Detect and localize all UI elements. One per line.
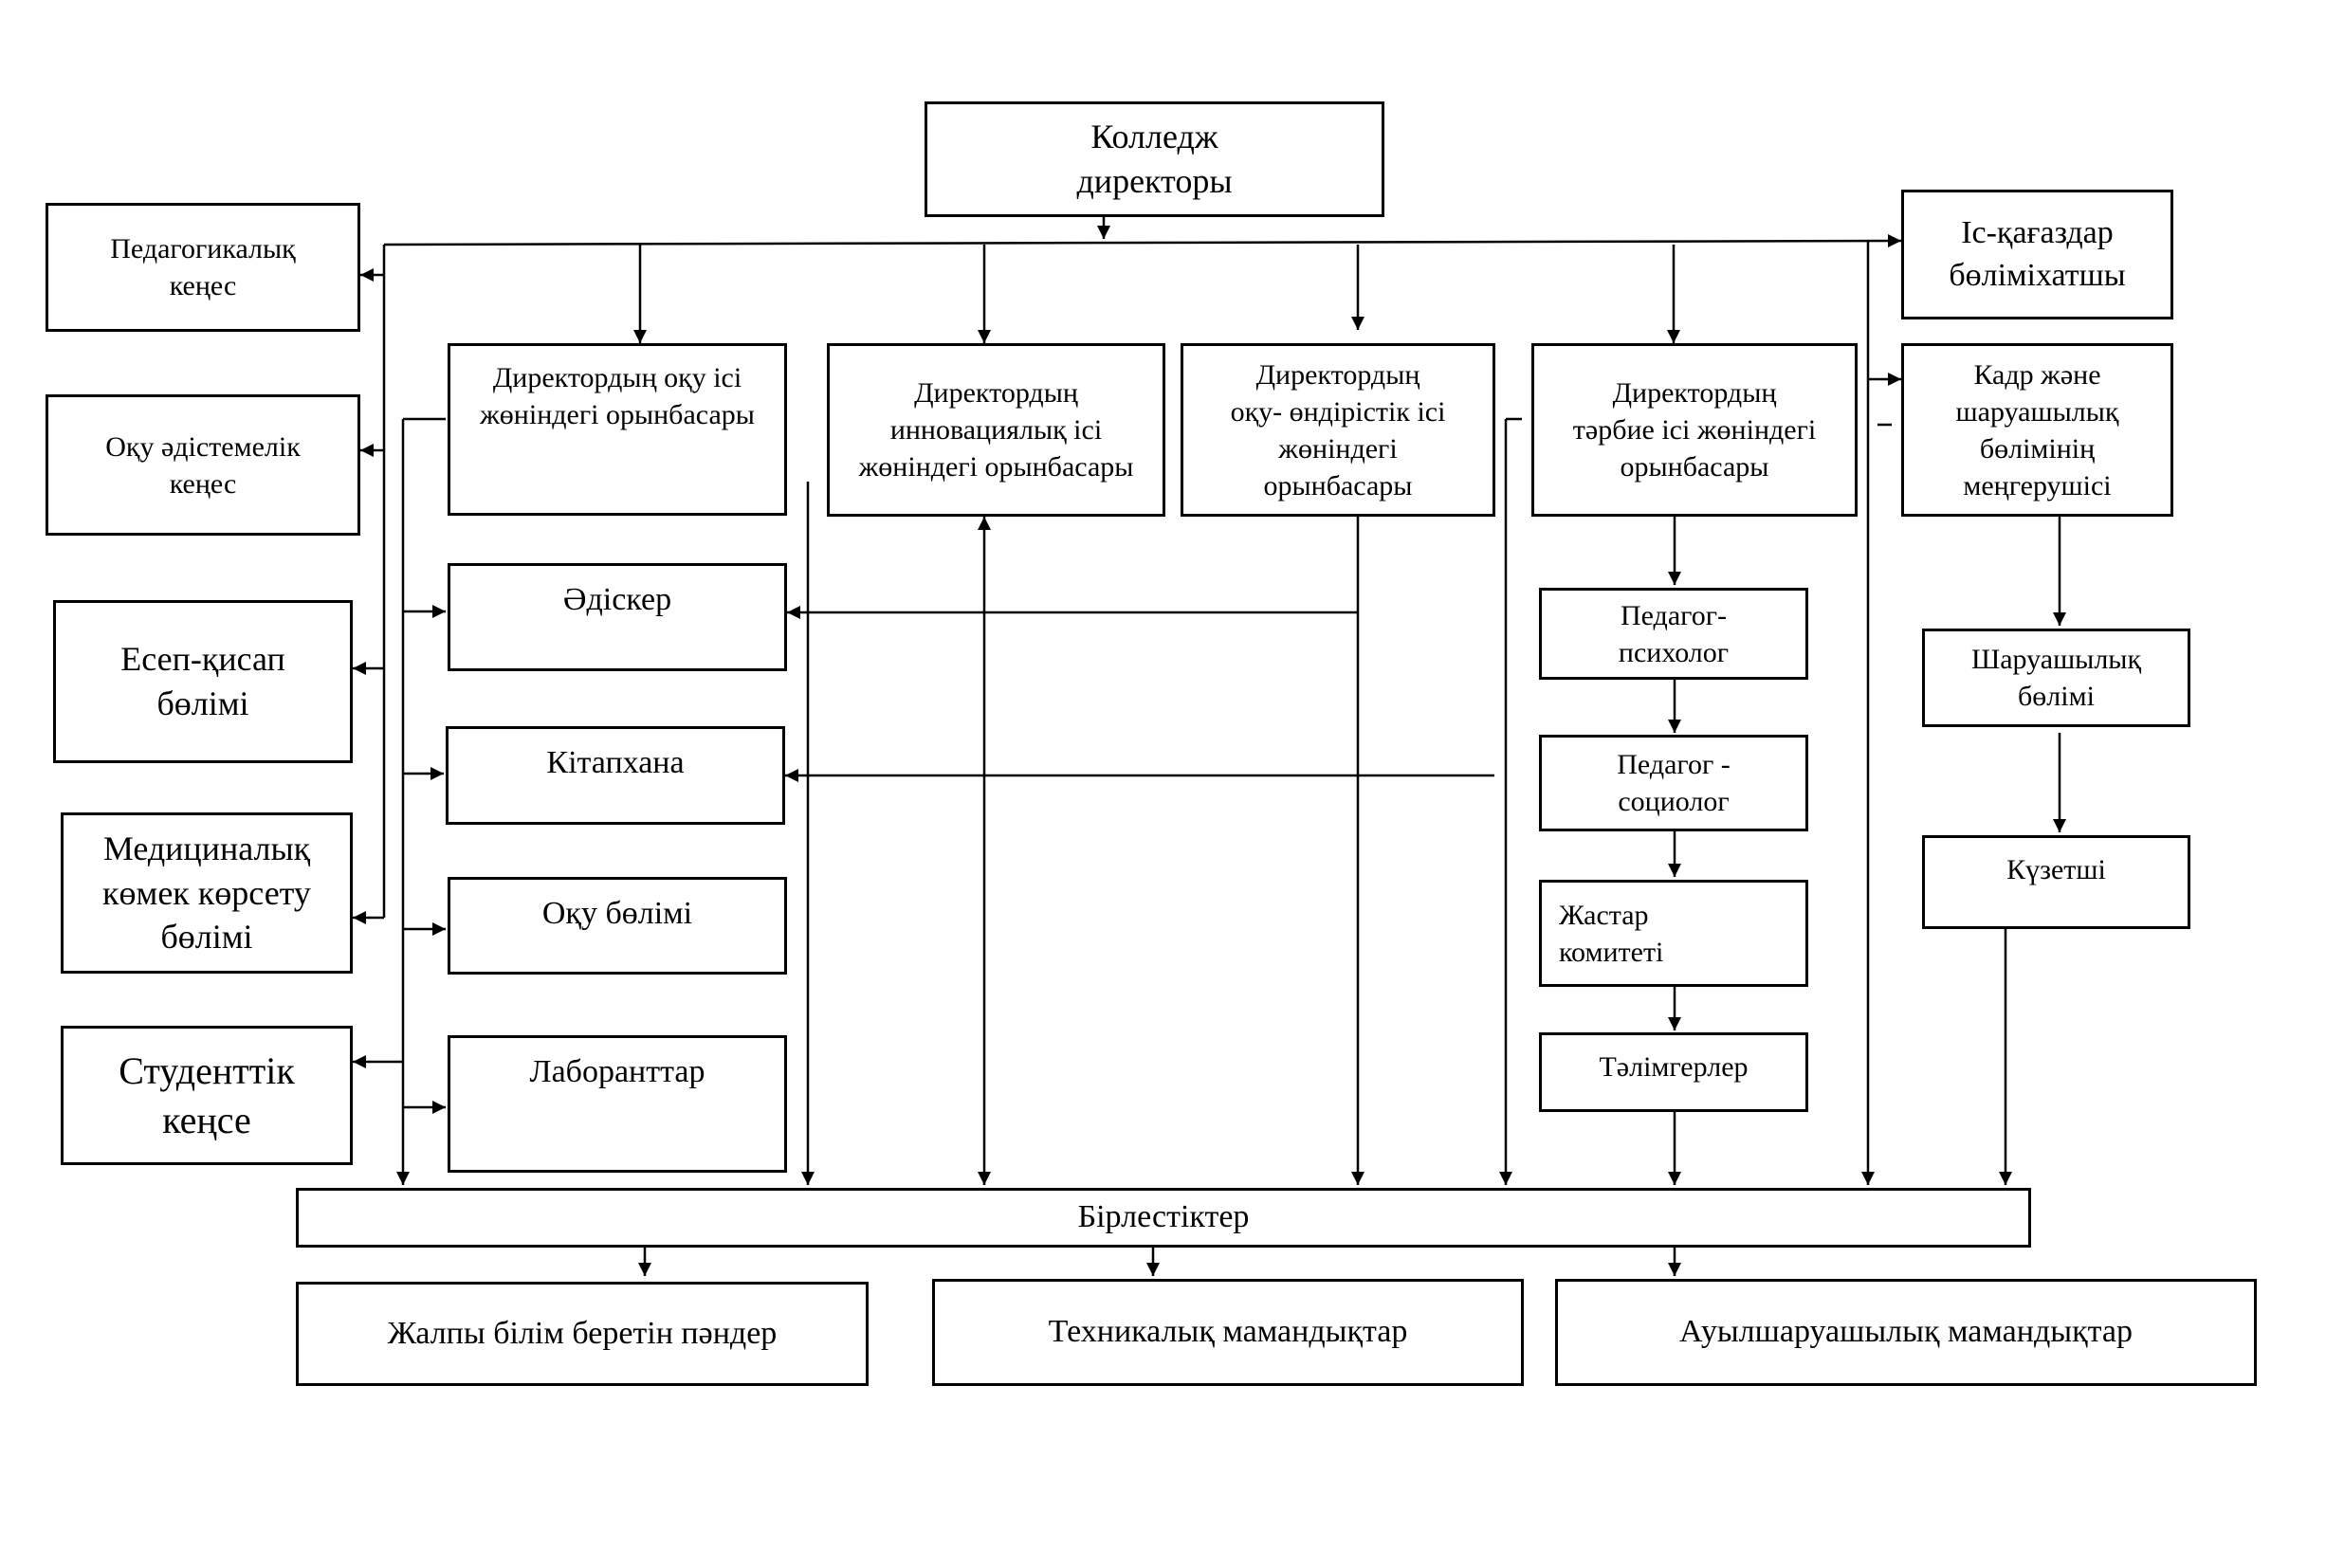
box-study-department: Оқу бөлімі [448, 877, 787, 975]
box-agricultural-specialties: Ауылшаруашылық мамандықтар [1555, 1279, 2257, 1386]
box-technical-specialties: Техникалық мамандықтар [932, 1279, 1524, 1386]
box-psychologist: Педагог- психолог [1539, 588, 1808, 680]
box-associations: Бірлестіктер [296, 1188, 2031, 1248]
box-mentors: Тәлімгерлер [1539, 1032, 1808, 1112]
box-methodist: Әдіскер [448, 563, 787, 671]
box-deputy-production: Директордың оқу- өндірістік ісі жөніндег… [1181, 343, 1495, 517]
box-household: Шаруашылық бөлімі [1922, 629, 2190, 727]
box-accounting: Есеп-қисап бөлімі [53, 600, 353, 763]
box-methodical-council: Оқу әдістемелік кеңес [46, 394, 360, 536]
box-guard: Күзетші [1922, 835, 2190, 929]
box-deputy-study: Директордың оқу ісі жөніндегі орынбасары [448, 343, 787, 516]
box-deputy-innovation: Директордың инновациялық ісі жөніндегі о… [827, 343, 1165, 517]
box-laboratory-assistants: Лаборанттар [448, 1035, 787, 1173]
box-youth-committee: Жастар комитеті [1539, 880, 1808, 987]
box-sociologist: Педагог - социолог [1539, 735, 1808, 831]
box-college-director: Колледж директоры [925, 101, 1384, 217]
box-deputy-upbringing: Директордың тәрбие ісі жөніндегі орынбас… [1531, 343, 1858, 517]
box-student-office: Студенттік кеңсе [61, 1026, 353, 1165]
box-hr-head: Кадр және шаруашылық бөлімінің меңгеруші… [1901, 343, 2173, 517]
arrow-main-horizontal [383, 234, 1902, 248]
box-pedagogical-council: Педагогикалық кеңес [46, 203, 360, 332]
box-general-subjects: Жалпы білім беретін пәндер [296, 1282, 869, 1386]
box-records-secretary: Іс-қағаздар бөліміхатшы [1901, 190, 2173, 319]
box-library: Кітапхана [446, 726, 785, 825]
box-medical: Медициналық көмек көрсету бөлімі [61, 812, 353, 974]
